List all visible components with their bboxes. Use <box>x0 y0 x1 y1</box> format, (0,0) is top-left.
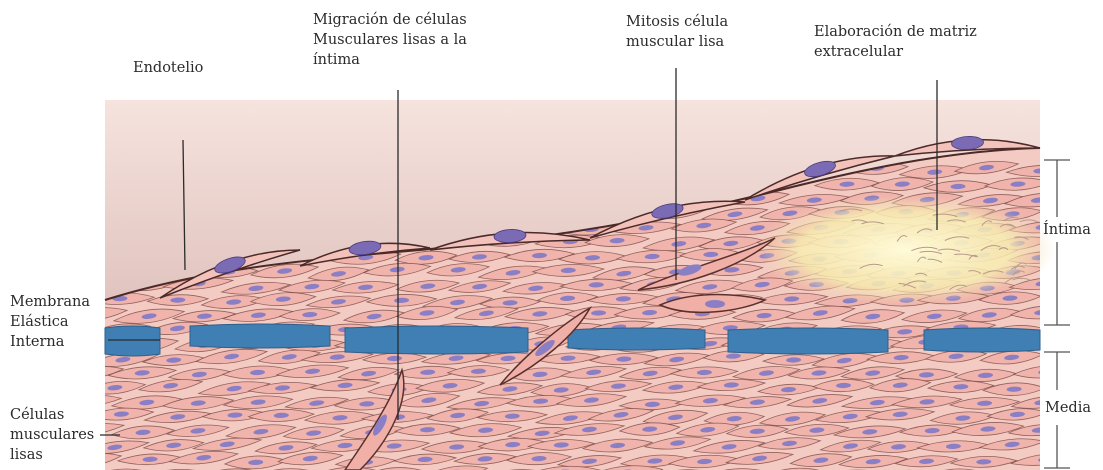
layer-brackets <box>1044 160 1070 468</box>
elastic-membrane-segment <box>568 328 705 350</box>
label-matriz-line2: extracelular <box>814 42 977 62</box>
label-mitosis-line1: Mitosis célula <box>626 12 728 32</box>
label-membrana-line3: Interna <box>10 332 90 352</box>
elastic-membrane-segment <box>728 328 888 354</box>
label-membrana-line2: Elástica <box>10 312 90 332</box>
label-membrana-line1: Membrana <box>10 292 90 312</box>
label-migracion-line1: Migración de células <box>313 10 467 30</box>
label-membrana: Membrana Elástica Interna <box>10 292 90 352</box>
elastic-membrane-segment <box>924 328 1040 352</box>
label-migracion: Migración de células Musculares lisas a … <box>313 10 467 70</box>
label-celulas-line1: Células <box>10 405 94 425</box>
elastic-membrane-segment <box>345 326 528 354</box>
label-matriz: Elaboración de matriz extracelular <box>814 22 977 62</box>
extracellular-matrix-area <box>755 195 1055 305</box>
label-celulas-line2: musculares <box>10 425 94 445</box>
label-celulas: Células musculares lisas <box>10 405 94 465</box>
label-celulas-line3: lisas <box>10 445 94 465</box>
label-migracion-line3: íntima <box>313 50 467 70</box>
elastic-membrane-segment <box>105 326 160 356</box>
label-mitosis-line2: muscular lisa <box>626 32 728 52</box>
label-mitosis: Mitosis célula muscular lisa <box>626 12 728 52</box>
label-migracion-line2: Musculares lisas a la <box>313 30 467 50</box>
label-media: Media <box>1045 398 1091 418</box>
elastic-membrane-segment <box>190 324 330 348</box>
label-intima: Íntima <box>1043 220 1091 240</box>
label-matriz-line1: Elaboración de matriz <box>814 22 977 42</box>
label-endotelio: Endotelio <box>133 58 203 78</box>
